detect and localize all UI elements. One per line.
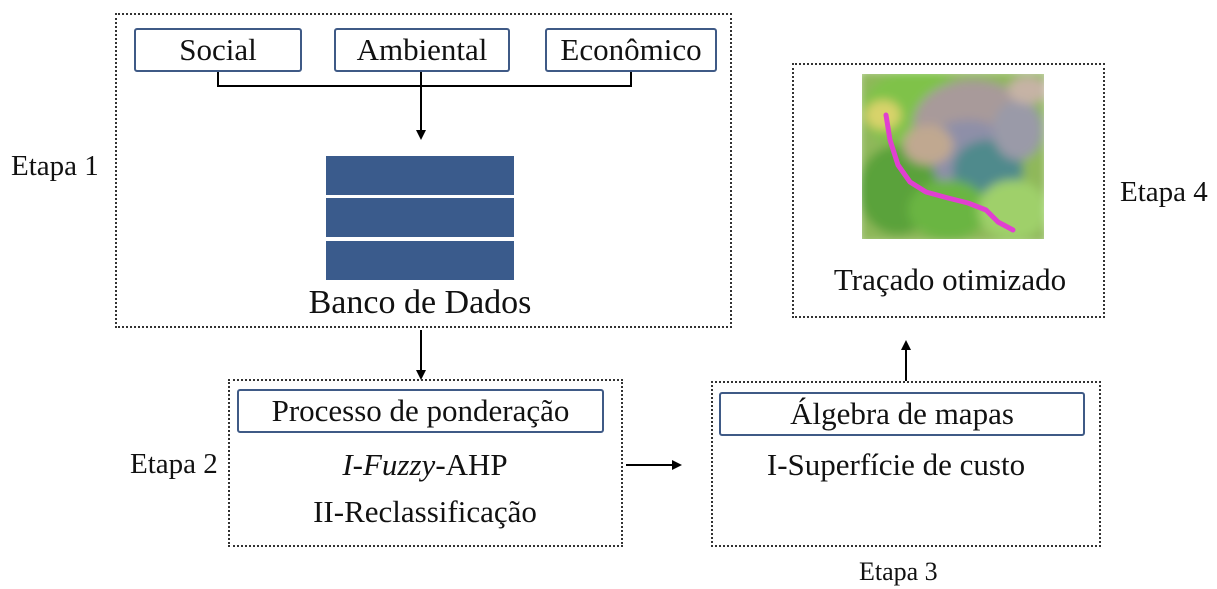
etapa2-method-rest: -AHP — [435, 447, 508, 482]
criterion-social-label: Social — [179, 32, 257, 67]
criteria-bracket — [217, 72, 632, 87]
database-icon — [326, 156, 514, 280]
etapa3-label: Etapa 3 — [859, 557, 938, 586]
etapa3-title: Álgebra de mapas — [790, 396, 1014, 431]
etapa4-result: Traçado otimizado — [833, 262, 1067, 297]
database-layer — [326, 241, 514, 280]
criterion-ambiental: Ambiental — [334, 28, 510, 72]
database-layer — [326, 156, 514, 195]
etapa2-title-box: Processo de ponderação — [237, 389, 604, 433]
etapa2-container — [228, 379, 623, 547]
database-layer — [326, 198, 514, 237]
database-label: Banco de Dados — [308, 284, 532, 321]
etapa3-title-box: Álgebra de mapas — [719, 392, 1085, 436]
criterion-social: Social — [134, 28, 302, 72]
criterion-ambiental-label: Ambiental — [356, 32, 488, 67]
optimized-route-line — [883, 112, 1016, 233]
etapa2-step-two: II-Reclassificação — [313, 494, 537, 529]
etapa2-method-italic: I-Fuzzy — [342, 447, 436, 482]
etapa2-title: Processo de ponderação — [271, 393, 570, 428]
etapa4-label: Etapa 4 — [1120, 176, 1208, 208]
etapa4-container — [792, 63, 1105, 318]
criterion-economico: Econômico — [545, 28, 717, 72]
etapa3-step-one: I-Superfície de custo — [766, 447, 1026, 482]
criterion-economico-label: Econômico — [560, 32, 702, 67]
etapa1-label: Etapa 1 — [11, 150, 99, 182]
etapa3-container — [711, 381, 1101, 547]
etapa2-label: Etapa 2 — [130, 448, 218, 480]
route-map-thumbnail — [862, 74, 1044, 239]
etapa1-container — [115, 13, 732, 328]
etapa2-method: I-Fuzzy-AHP — [230, 447, 620, 483]
